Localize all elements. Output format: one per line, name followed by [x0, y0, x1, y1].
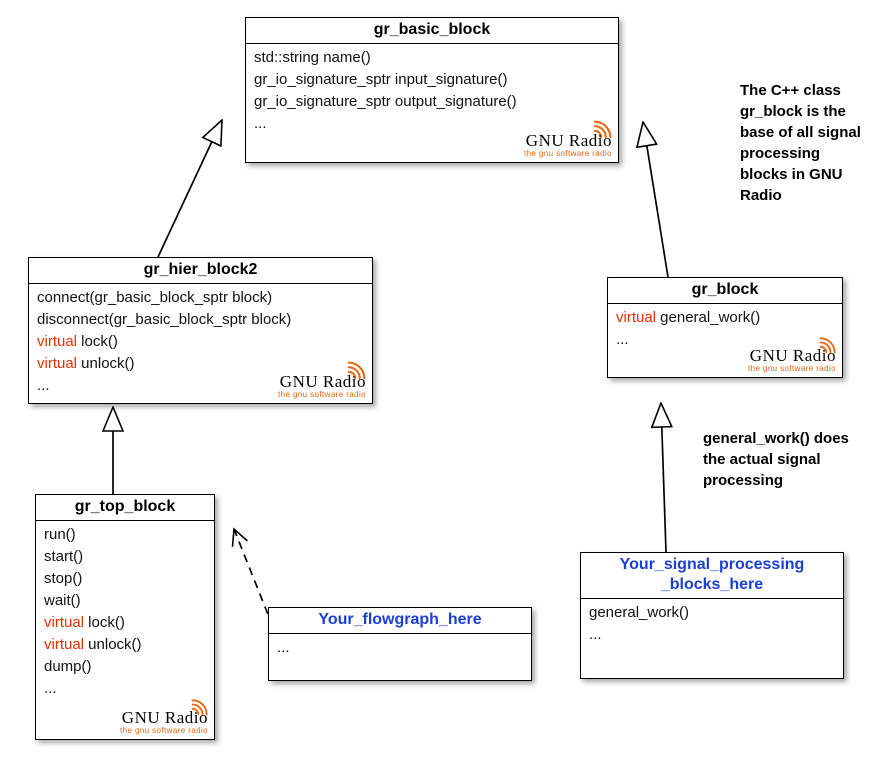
class-title: gr_basic_block [246, 18, 618, 44]
gnu-radio-logo-text: GNU Radio [121, 708, 208, 727]
class-member: stop() [44, 570, 83, 587]
class-title: gr_top_block [36, 495, 214, 521]
class-member-list: run()start()stop()wait()virtual lock()vi… [36, 521, 214, 702]
class-member: std::string name() [254, 49, 371, 66]
class-member: general_work() [589, 604, 690, 621]
class-member: wait() [44, 592, 81, 609]
virtual-keyword: virtual [37, 333, 78, 350]
class-member: disconnect(gr_basic_block_sptr block) [37, 311, 292, 328]
virtual-keyword: virtual [37, 355, 78, 372]
class-member: run() [44, 526, 76, 543]
gnu-radio-logo: GNU Radio the gnu software radio [120, 697, 208, 735]
virtual-keyword: virtual [44, 614, 85, 631]
class-member: ... [616, 331, 629, 348]
class-box-gr-hier-block2: gr_hier_block2 connect(gr_basic_block_sp… [28, 257, 373, 404]
class-member-list: std::string name()gr_io_signature_sptr i… [246, 44, 618, 137]
class-member: ... [37, 377, 50, 394]
annotation-gr-block-note: The C++ class gr_block is the base of al… [740, 82, 861, 204]
class-member: virtual unlock() [37, 355, 135, 372]
class-box-your-signal-processing-blocks-here: Your_signal_processing _blocks_here gene… [580, 552, 844, 679]
class-title: Your_signal_processing _blocks_here [581, 553, 843, 599]
class-member: virtual lock() [44, 614, 125, 631]
class-member-list: general_work()... [581, 599, 843, 648]
class-member: start() [44, 548, 84, 565]
class-member: virtual unlock() [44, 636, 142, 653]
gnu-radio-logo-tagline: the gnu software radio [524, 149, 612, 158]
inheritance-arrow-gr-hier-block2-to-gr-basic-block [157, 120, 222, 258]
class-member: virtual general_work() [616, 309, 761, 326]
class-member: connect(gr_basic_block_sptr block) [37, 289, 273, 306]
gnu-radio-logo-tagline: the gnu software radio [748, 364, 836, 373]
class-title: gr_hier_block2 [29, 258, 372, 284]
class-member-list: connect(gr_basic_block_sptr block) discon… [29, 284, 372, 399]
inheritance-arrow-gr-block-to-gr-basic-block [643, 122, 669, 278]
class-member-list: virtual general_work()... [608, 304, 842, 353]
class-title: gr_block [608, 278, 842, 304]
class-member: dump() [44, 658, 92, 675]
virtual-keyword: virtual [44, 636, 85, 653]
annotation-general-work-note: general_work() does the actual signal pr… [703, 430, 849, 489]
class-member: virtual lock() [37, 333, 118, 350]
class-member: ... [589, 626, 602, 643]
class-member: ... [44, 680, 57, 697]
class-box-gr-block: gr_block virtual general_work()... GNU R… [607, 277, 843, 378]
class-box-gr-top-block: gr_top_block run() start() stop() wait() vir… [35, 494, 215, 740]
class-box-gr-basic-block: gr_basic_block std::string name()gr_io_s… [245, 17, 619, 163]
class-box-your-flowgraph-here: Your_flowgraph_here ... [268, 607, 532, 681]
class-member: ... [277, 639, 290, 656]
class-member: ... [254, 115, 267, 132]
class-member: gr_io_signature_sptr output_signature() [254, 93, 517, 110]
gnu-radio-logo-tagline: the gnu software radio [120, 726, 208, 735]
class-member: gr_io_signature_sptr input_signature() [254, 71, 508, 88]
virtual-keyword: virtual [616, 309, 657, 326]
class-title: Your_flowgraph_here [269, 608, 531, 634]
class-member-list: ... [269, 634, 531, 661]
inheritance-arrow-your-blocks-to-gr-block [661, 403, 666, 553]
